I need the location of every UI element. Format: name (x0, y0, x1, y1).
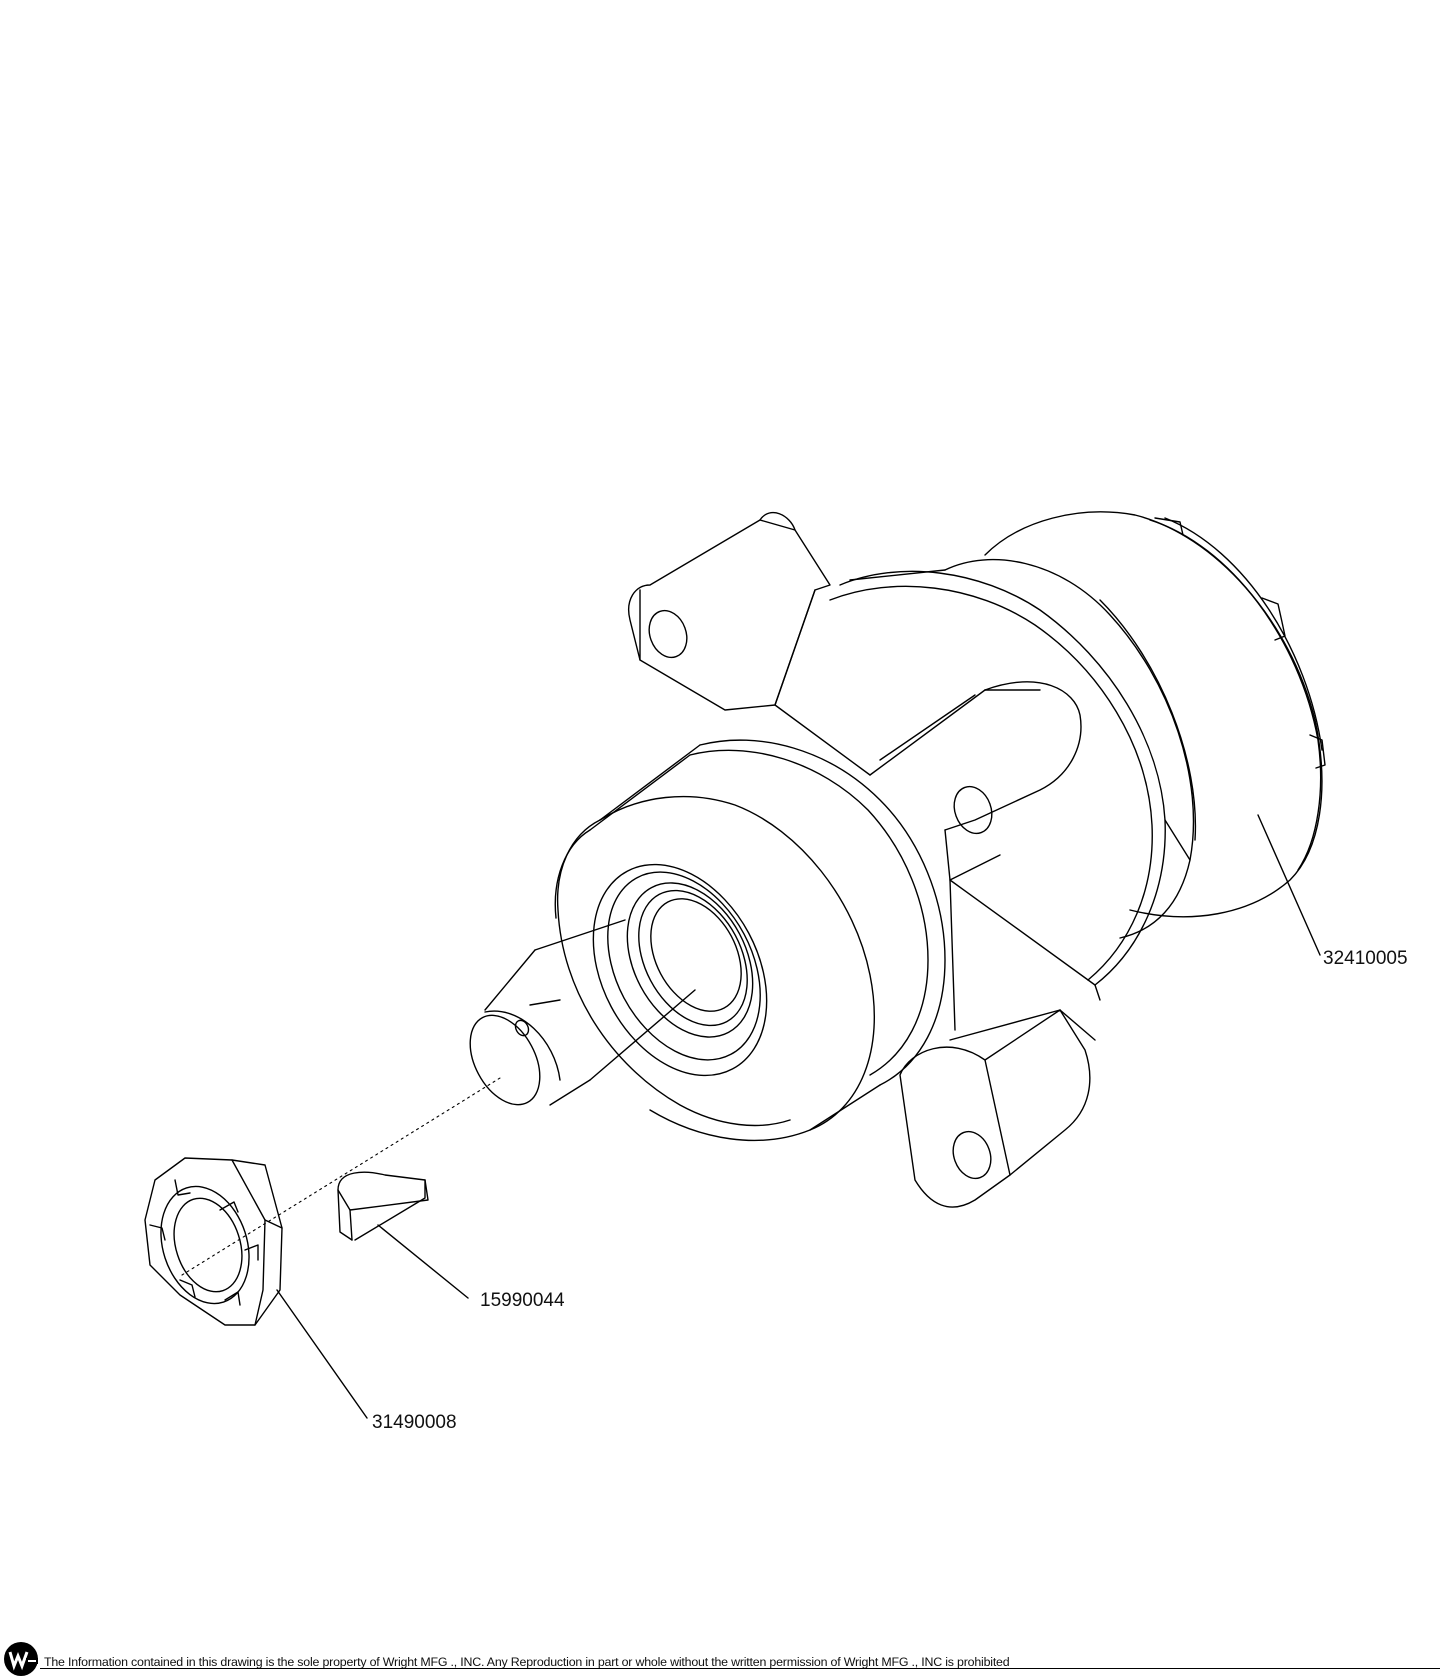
part-number-nut: 31490008 (372, 1412, 457, 1433)
wright-logo-icon (4, 1642, 38, 1676)
castle-nut (144, 1157, 283, 1326)
part-number-motor: 32410005 (1323, 948, 1408, 969)
motor-mounting-flange (628, 511, 1096, 1208)
motor-bearing-rings (592, 863, 768, 1077)
part-number-key: 15990044 (480, 1290, 565, 1311)
motor-assembly (469, 511, 1326, 1208)
leader-line-nut (276, 1289, 368, 1419)
motor-body (829, 569, 1191, 1001)
leader-line-key (377, 1224, 469, 1299)
footer: The Information contained in this drawin… (0, 1638, 1445, 1677)
motor-rear-housing (944, 511, 1326, 939)
motor-front-nose (554, 739, 946, 1142)
motor-shaft (469, 919, 696, 1106)
assembly-axis-line (181, 1077, 501, 1276)
footer-rule (40, 1668, 1440, 1669)
leader-line-motor (1257, 814, 1321, 956)
copyright-disclaimer: The Information contained in this drawin… (44, 1655, 1010, 1669)
